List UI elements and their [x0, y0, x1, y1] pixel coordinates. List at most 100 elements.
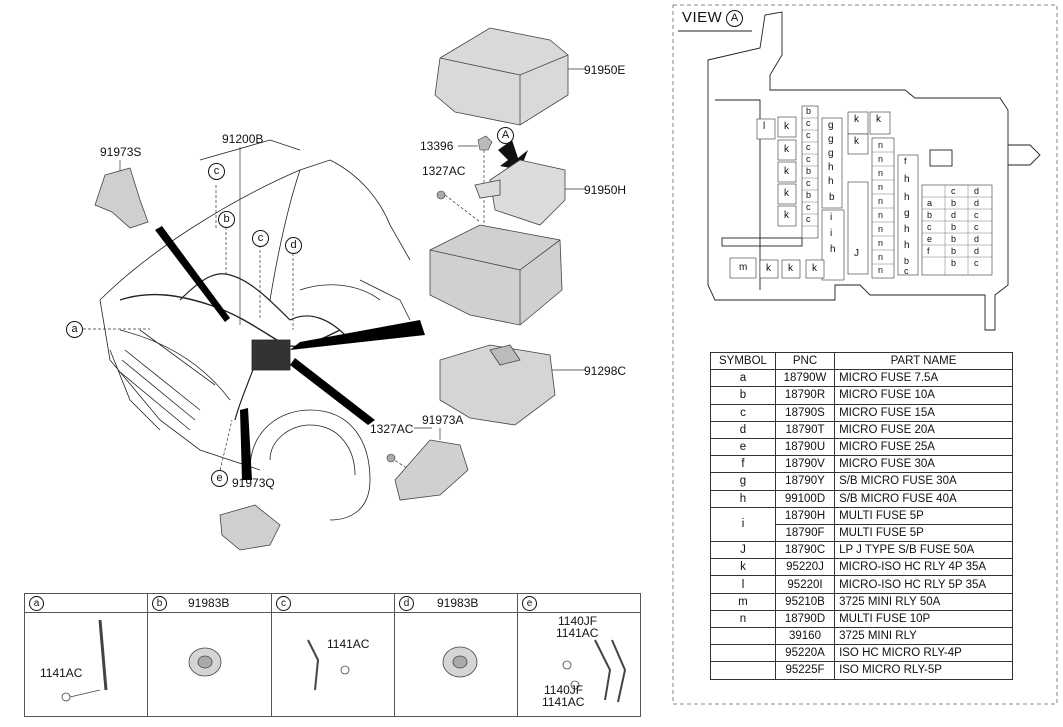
pnc-cell: 18790S: [774, 403, 836, 422]
fuse-label-k: k: [784, 166, 789, 177]
fuse-label-f: f: [904, 156, 907, 166]
symbol-cell: m: [710, 592, 776, 611]
view-frame: [672, 4, 1058, 705]
part-name-cell: 3725 MINI RLY 50A: [834, 592, 1013, 611]
part-name-cell: MULTI FUSE 10P: [834, 609, 1013, 629]
fuse-box-cover: [434, 27, 569, 126]
fuse-label-i: i: [830, 212, 833, 223]
pnc-cell: 18790W: [774, 369, 836, 388]
pnc-cell: 95220I: [774, 575, 836, 594]
fuse-label-n: n: [878, 196, 884, 206]
panel-e-label-1140JF-top: 1140JF: [558, 614, 598, 628]
fuse-box-lower: [439, 344, 556, 426]
panel-circle-d: d: [399, 596, 414, 611]
callout-91973Q: 91973Q: [232, 476, 275, 490]
callout-1327AC-top: 1327AC: [422, 164, 466, 178]
detail-panel-b: b 91983B: [147, 593, 272, 717]
fuse-label-h: h: [828, 162, 834, 173]
panel-e-label-1140JF-bottom: 1140JF: [544, 683, 584, 697]
detail-panel-e: e 1140JF 1141AC 1140JF 1141AC: [517, 593, 641, 717]
part-name-cell: 3725 MINI RLY: [834, 626, 1013, 646]
fuse-label-d: d: [951, 210, 957, 220]
callout-circle-b: b: [218, 211, 235, 228]
panel-d-title: 91983B: [437, 596, 479, 610]
fuse-label-c: c: [806, 142, 811, 152]
part-name-cell: S/B MICRO FUSE 40A: [834, 489, 1013, 508]
symbol-cell: c: [710, 403, 776, 422]
callout-1327AC-bottom: 1327AC: [370, 422, 414, 436]
callout-91298C: 91298C: [584, 364, 627, 378]
fuse-label-b: b: [829, 192, 835, 203]
panel-circle-a: a: [29, 596, 44, 611]
pnc-cell: 18790C: [774, 541, 836, 560]
fuse-label-h: h: [828, 176, 834, 187]
fuse-label-j: J: [854, 248, 859, 259]
fuse-label-d: d: [974, 234, 980, 244]
callout-91973S: 91973S: [100, 145, 142, 159]
part-name-cell: MICRO FUSE 20A: [834, 420, 1013, 439]
part-name-cell: MICRO FUSE 7.5A: [834, 369, 1013, 388]
fuse-label-d: d: [974, 186, 980, 196]
pnc-cell: 39160: [774, 626, 836, 646]
symbol-cell: i: [710, 506, 776, 543]
fuse-label-c: c: [806, 130, 811, 140]
fuse-label-g: g: [828, 134, 834, 145]
fuse-label-k: k: [854, 114, 859, 125]
fuse-label-b: b: [904, 256, 910, 266]
symbol-cell: [710, 626, 776, 646]
view-a-marker: A: [726, 10, 744, 27]
fuse-box-main: [429, 224, 563, 326]
fuse-label-c: c: [806, 214, 811, 224]
fuse-label-h: h: [904, 240, 910, 251]
callout-circle-a: a: [66, 321, 83, 338]
fuse-label-k: k: [812, 263, 817, 274]
view-a-box: [707, 11, 1041, 331]
table-header-pnc: PNC: [774, 351, 836, 371]
part-name-cell: LP J TYPE S/B FUSE 50A: [834, 541, 1013, 560]
part-name-cell: MICRO-ISO HC RLY 4P 35A: [834, 558, 1013, 577]
fuse-label-c: c: [806, 118, 811, 128]
fuse-label-k: k: [784, 188, 789, 199]
part-name-cell: MICRO FUSE 15A: [834, 403, 1013, 422]
part-name-cell: ISO MICRO RLY-5P: [834, 661, 1013, 680]
pnc-cell: 95210B: [774, 592, 836, 611]
panel-header: a: [25, 594, 147, 613]
fuse-label-c: c: [806, 154, 811, 164]
callout-13396: 13396: [420, 139, 454, 153]
bracket-91973A: [394, 439, 469, 501]
fuse-label-e: e: [927, 234, 933, 244]
hood-outline: [99, 159, 411, 301]
fuse-label-l: l: [763, 121, 766, 132]
relay-block: [474, 159, 566, 226]
panel-b-title: 91983B: [188, 596, 230, 610]
bracket-91973Q: [219, 504, 281, 551]
fuse-label-n: n: [878, 210, 884, 220]
part-name-cell: MULTI FUSE 5P: [834, 523, 1013, 543]
pnc-cell: 18790T: [774, 420, 836, 439]
callout-91200B: 91200B: [222, 132, 264, 146]
fuse-label-n: n: [878, 224, 884, 234]
part-name-cell: S/B MICRO FUSE 30A: [834, 472, 1013, 491]
fuse-label-n: n: [878, 182, 884, 192]
detail-panel-a: a 1141AC: [24, 593, 148, 717]
symbol-cell: f: [710, 455, 776, 474]
fuse-label-n: n: [878, 238, 884, 248]
symbol-cell: g: [710, 472, 776, 491]
fuse-label-k: k: [784, 210, 789, 221]
fuse-label-n: n: [878, 265, 884, 275]
pnc-cell: 18790F: [774, 523, 836, 543]
callout-91973A: 91973A: [422, 413, 464, 427]
